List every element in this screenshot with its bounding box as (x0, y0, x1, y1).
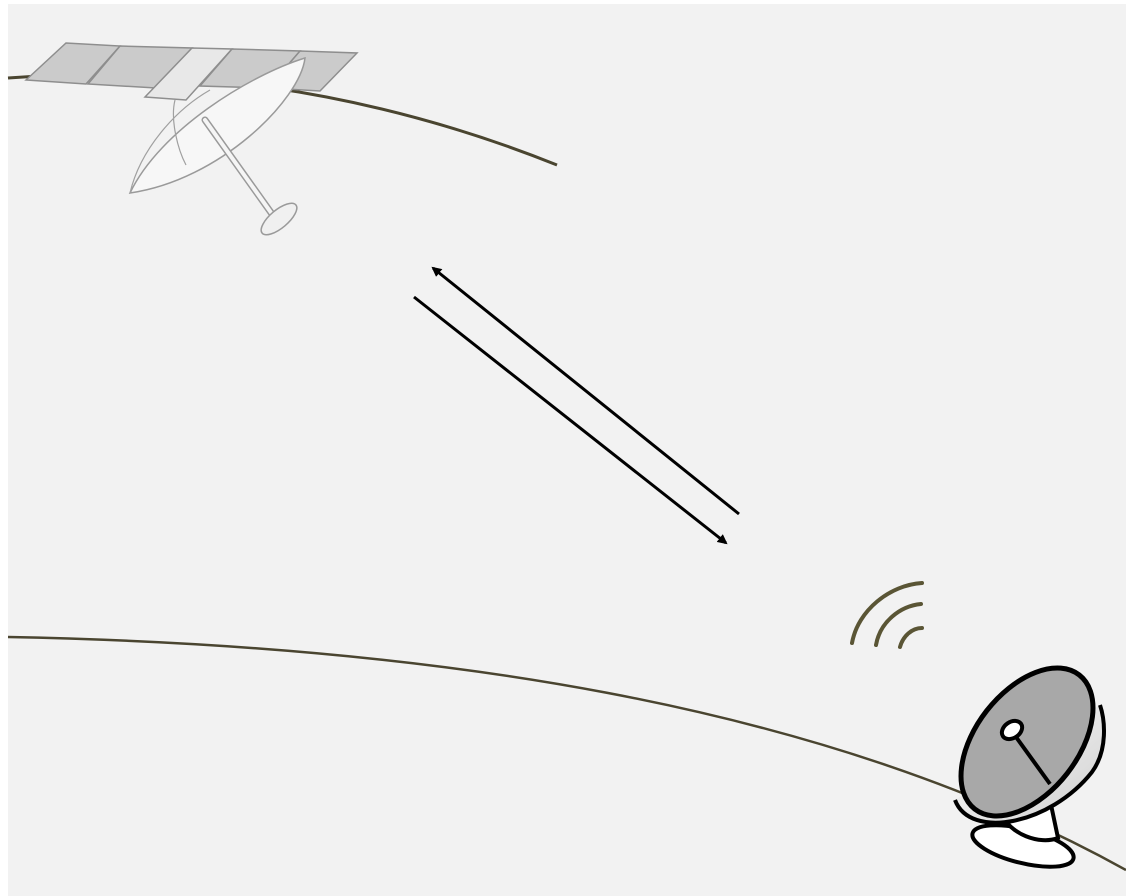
satellite-link-diagram (0, 0, 1126, 896)
diagram-canvas (0, 0, 1126, 896)
